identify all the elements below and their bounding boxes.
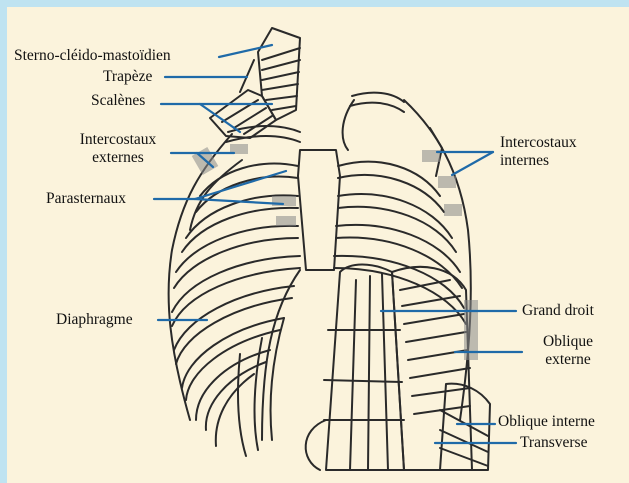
- leader-intercostaux-internes-branch: [452, 152, 493, 175]
- label-transverse: Transverse: [520, 434, 587, 452]
- label-intercostaux-externes-line2: externes: [66, 149, 170, 167]
- label-oblique-interne: Oblique interne: [498, 413, 595, 431]
- leader-sterno: [219, 45, 272, 57]
- leader-parasternaux-lower: [195, 199, 283, 204]
- label-intercostaux-internes-line1: Intercostaux: [500, 134, 577, 152]
- label-oblique-externe-line1: Oblique: [528, 333, 608, 351]
- label-intercostaux-externes: Intercostaux externes: [66, 131, 170, 167]
- label-oblique-externe: Oblique externe: [528, 333, 608, 369]
- diaphragm-drawing: [238, 318, 284, 456]
- label-parasternaux: Parasternaux: [46, 190, 126, 208]
- label-oblique-externe-line2: externe: [528, 351, 608, 369]
- left-ribs-drawing: [169, 134, 300, 446]
- abdominal-muscles-drawing: [306, 265, 490, 471]
- label-grand-droit: Grand droit: [522, 302, 594, 320]
- label-intercostaux-externes-line1: Intercostaux: [66, 131, 170, 149]
- label-intercostaux-internes-line2: internes: [500, 152, 577, 170]
- label-intercostaux-internes: Intercostaux internes: [500, 134, 577, 170]
- label-sterno-cleido-mastoidien: Sterno-cléido-mastoïdien: [14, 47, 171, 65]
- label-diaphragme: Diaphragme: [56, 311, 133, 329]
- label-scalenes: Scalènes: [91, 92, 145, 110]
- label-trapeze: Trapèze: [103, 68, 152, 86]
